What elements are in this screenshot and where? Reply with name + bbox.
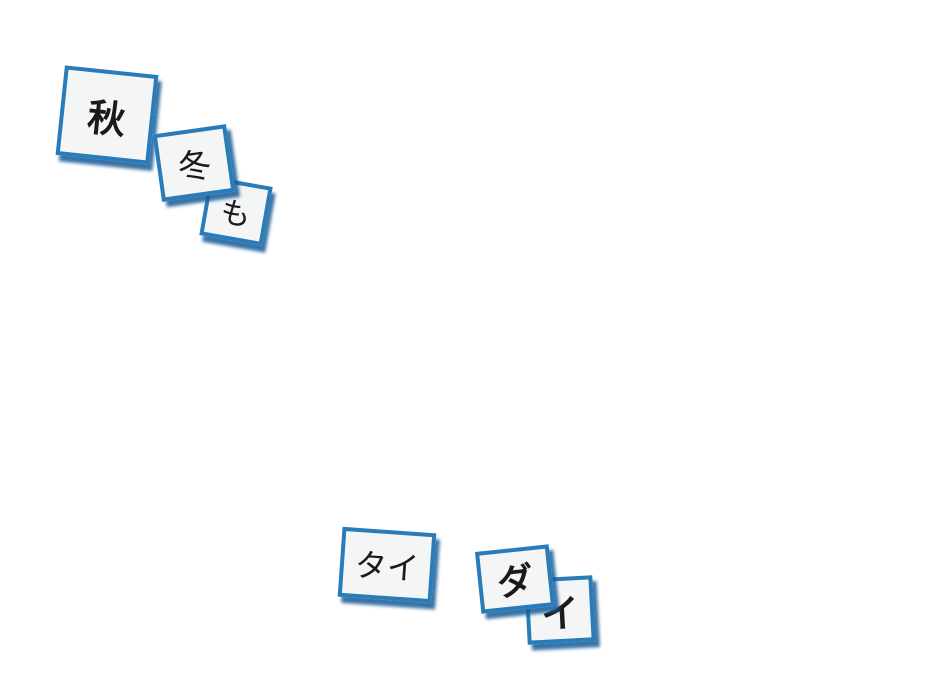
card-tai: タイ [337,526,437,604]
card-aki: 秋 [55,65,159,165]
card-da: ダ [474,544,556,614]
card-fuyu: 冬 [152,124,236,202]
